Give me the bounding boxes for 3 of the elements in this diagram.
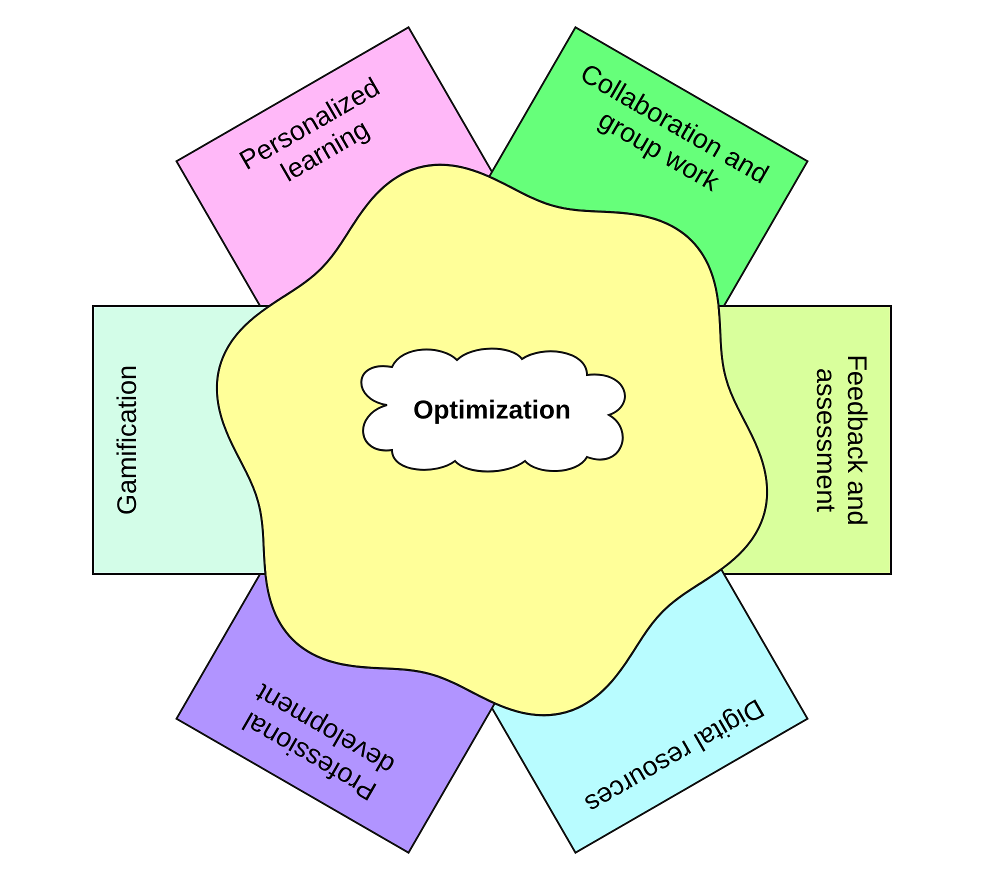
petal-label: Gamification (112, 364, 143, 518)
cloud-label: Optimization (412, 394, 572, 426)
petal-label: Feedback and assessment (810, 353, 872, 528)
